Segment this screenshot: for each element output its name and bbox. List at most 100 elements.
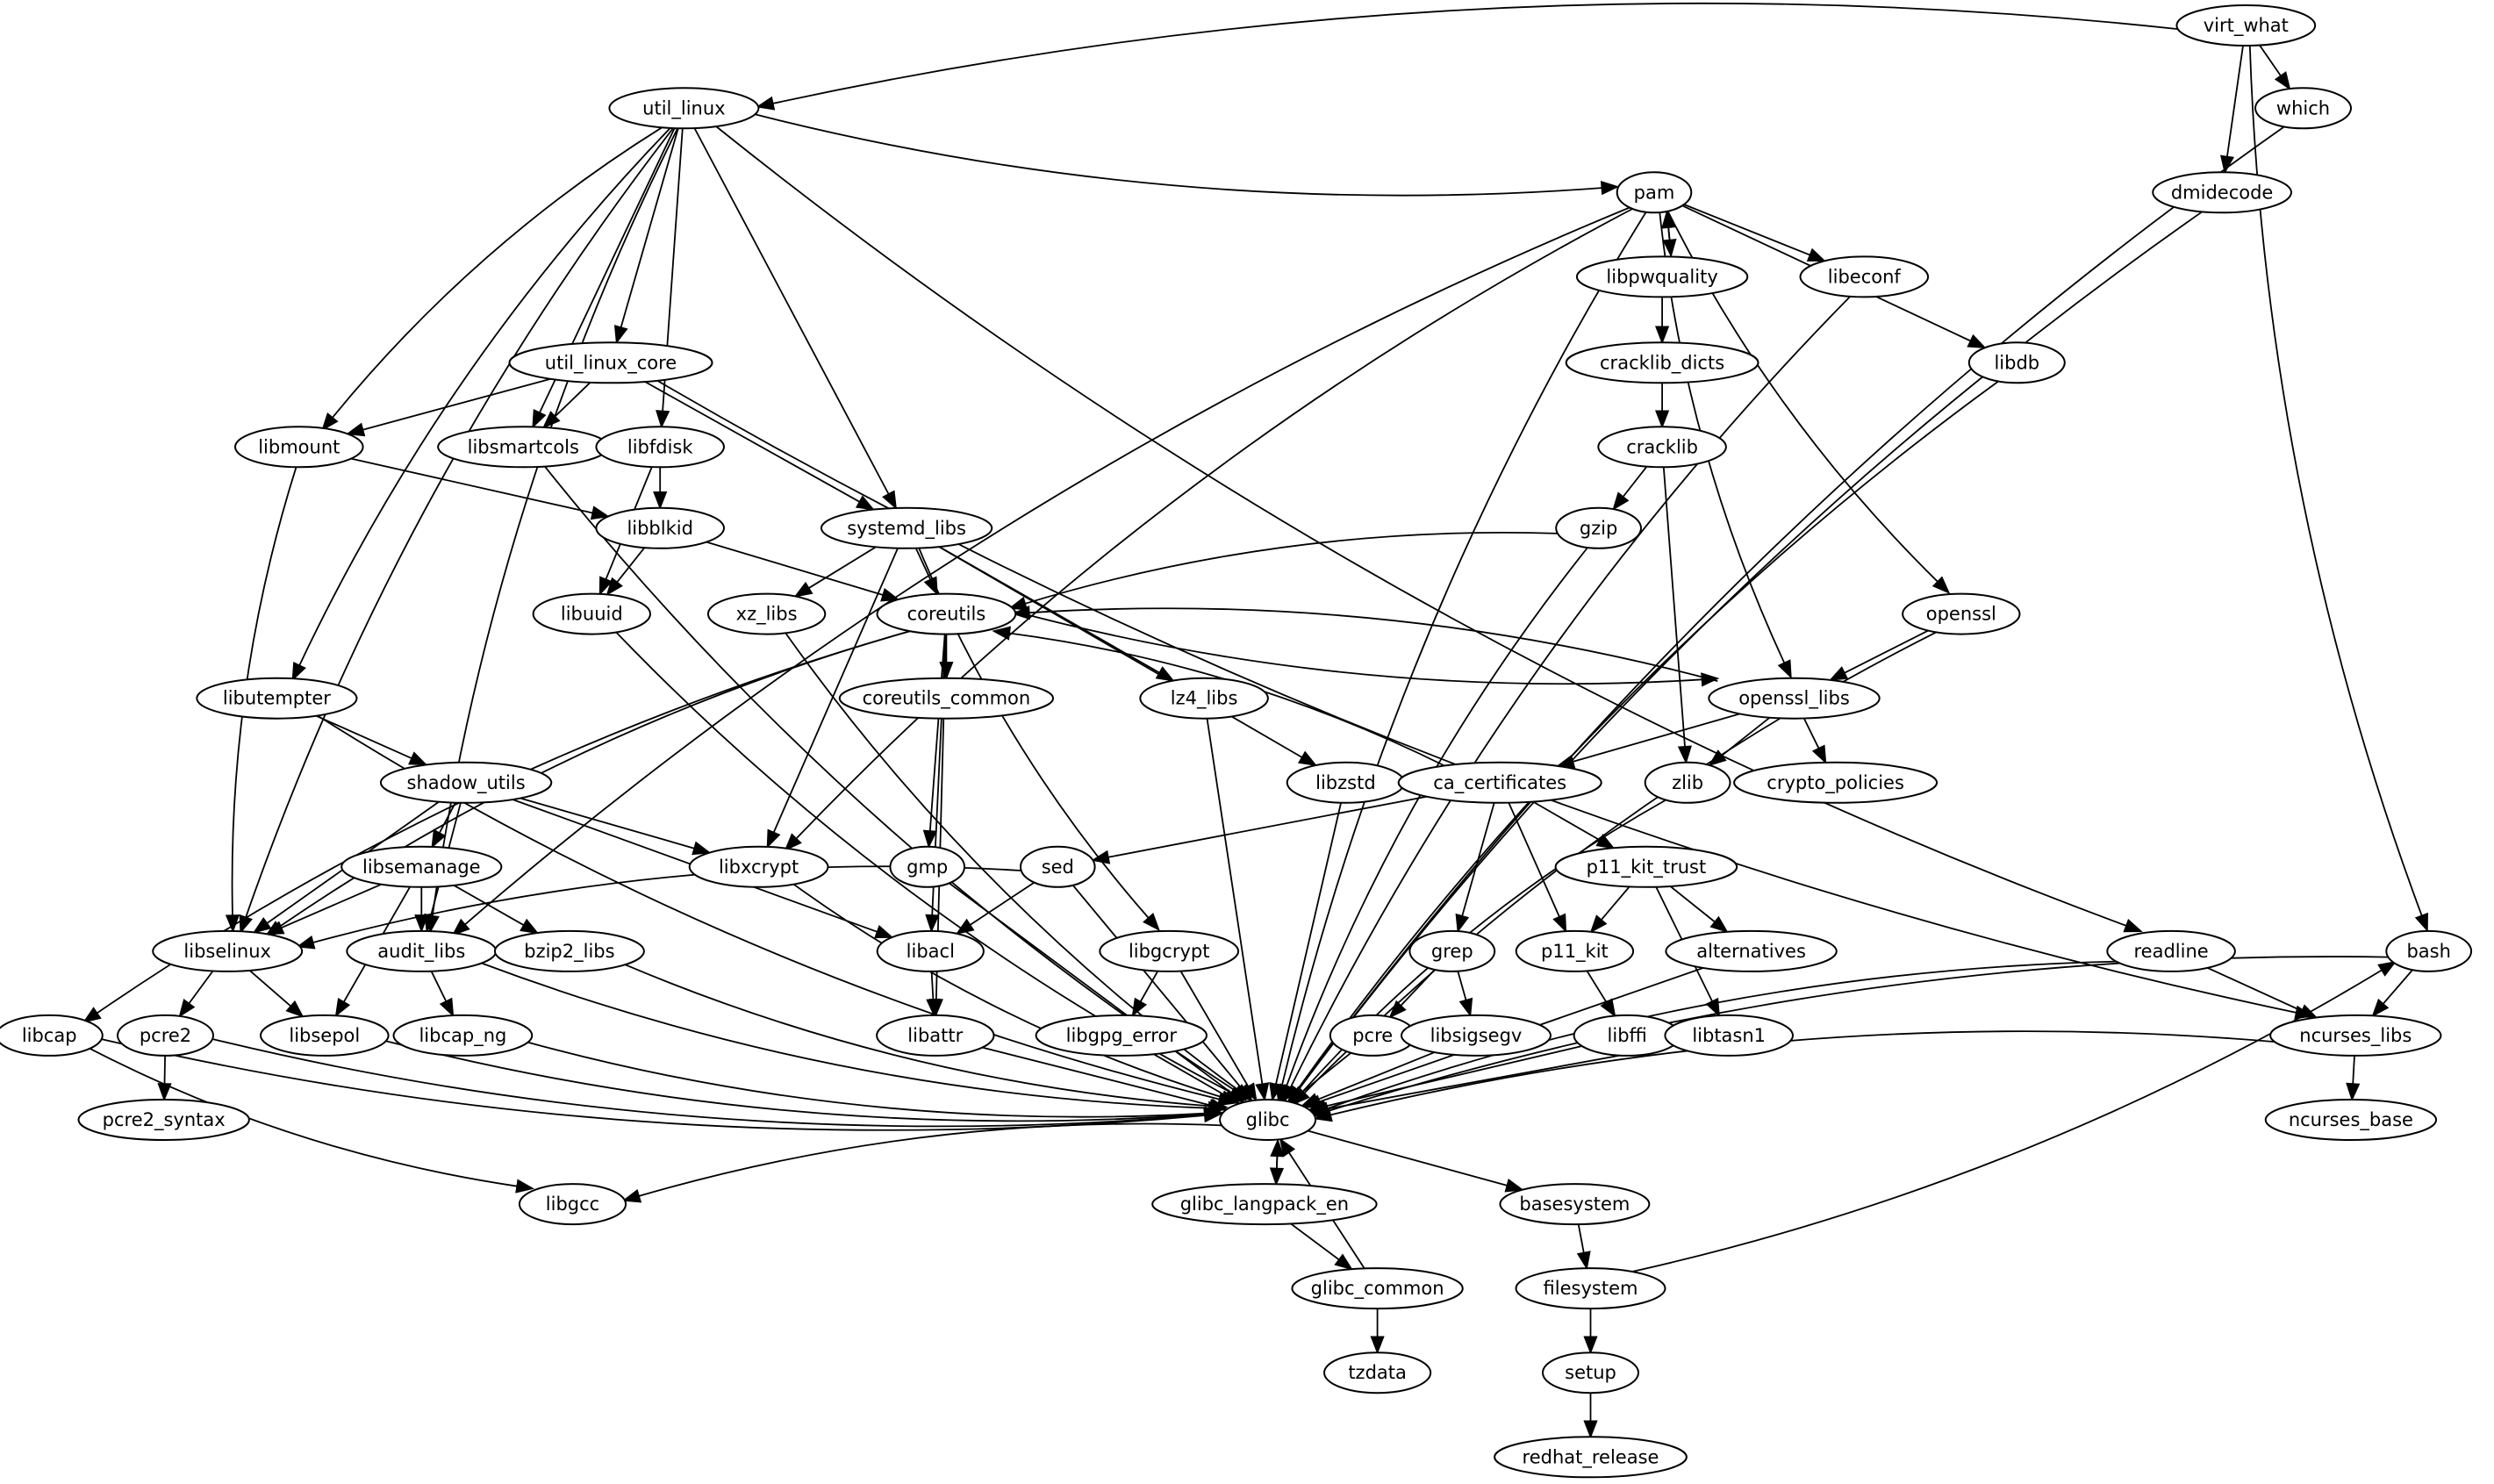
node-openssl-libs: openssl_libs (1708, 677, 1881, 720)
node-shape (196, 677, 358, 720)
edge-libblkid-to-libuuid (606, 547, 646, 597)
arrowhead-icon (766, 828, 781, 849)
edge-coreutils-to-libselinux (264, 630, 911, 937)
node-shape (117, 1014, 214, 1057)
arrowhead-icon (1661, 210, 1676, 229)
edge-setup-to-redhat_release (1583, 1393, 1598, 1439)
node-label: libsepol (289, 1025, 360, 1046)
arrowhead-icon (321, 412, 339, 432)
arrowhead-icon (784, 833, 802, 851)
arrowhead-icon (2346, 1082, 2361, 1102)
edge-systemd_libs-to-libzstd (938, 546, 1318, 767)
edge-cracklib-to-gzip (1612, 466, 1648, 511)
node-shape (1664, 1014, 1794, 1057)
edge-grep-to-pcre (1388, 969, 1436, 1019)
arrowhead-icon (1298, 750, 1318, 767)
arrowhead-icon (431, 828, 447, 849)
arrowhead-icon (1552, 913, 1567, 933)
node-shape (379, 761, 553, 804)
edge-virt_what-to-which (2259, 44, 2291, 90)
node-shadow-utils: shadow_utils (379, 761, 553, 804)
node-label: pcre2_syntax (103, 1109, 226, 1131)
node-libuuid: libuuid (532, 592, 651, 635)
edge-util_linux_core-to-systemd_libs (644, 381, 876, 511)
arrowhead-icon (296, 935, 316, 950)
edge-basesystem-to-filesystem (1576, 1223, 1591, 1271)
edge-glibc-to-libgcc (621, 1122, 1222, 1203)
node-label: zlib (1672, 772, 1703, 793)
edge-line (930, 971, 935, 1000)
node-shape (1575, 255, 1749, 298)
node-label: alternatives (1696, 941, 1806, 962)
node-label: basesystem (1519, 1194, 1630, 1215)
edge-libattr-to-glibc (982, 1046, 1229, 1113)
node-dmidecode: dmidecode (2152, 171, 2293, 214)
edge-line (715, 125, 2127, 927)
edge-line (281, 883, 382, 929)
edge-line (298, 127, 671, 666)
node-shape (0, 1014, 104, 1057)
node-pcre2-syntax: pcre2_syntax (77, 1099, 250, 1141)
edge-line (1400, 969, 1436, 1007)
edge-p11_kit_trust-to-alternatives (1669, 885, 1729, 934)
node-shape (1799, 255, 1930, 298)
edge-libxcrypt-to-glibc (792, 883, 1240, 1105)
node-shape (1708, 677, 1881, 720)
arrowhead-icon (408, 751, 428, 766)
node-libpwquality: libpwquality (1575, 255, 1749, 298)
arrowhead-icon (2414, 912, 2428, 933)
arrowhead-icon (1011, 606, 1031, 620)
edge-systemd_libs-to-coreutils (914, 548, 938, 596)
edge-line (2383, 969, 2413, 1005)
node-label: util_linux_core (545, 352, 677, 374)
node-label: libzstd (1315, 772, 1376, 793)
arrowhead-icon (1583, 1336, 1598, 1355)
edge-line (1683, 204, 1810, 256)
arrowhead-icon (291, 662, 306, 682)
node-readline: readline (2106, 929, 2236, 972)
arrowhead-icon (955, 918, 975, 936)
node-label: systemd_libs (847, 518, 966, 540)
edge-line (2248, 45, 2423, 916)
edge-line (792, 883, 1223, 1099)
arrowhead-icon (1655, 410, 1670, 429)
edge-line (520, 797, 695, 850)
edge-line (1307, 1129, 1508, 1186)
edge-libffi-to-glibc (1308, 1045, 1582, 1114)
node-virt-what: virt_what (2175, 4, 2317, 47)
edge-line (755, 113, 1602, 197)
arrowhead-icon (520, 918, 540, 935)
edge-gzip-to-glibc (1279, 547, 1588, 1103)
arrowhead-icon (2371, 998, 2390, 1017)
arrowhead-icon (926, 998, 941, 1017)
node-lz4-libs: lz4_libs (1139, 677, 1269, 720)
edge-line (1573, 713, 1740, 763)
edge-line (616, 547, 646, 583)
edge-line (362, 377, 551, 431)
edge-line (245, 127, 674, 918)
arrowhead-icon (598, 576, 613, 596)
node-label: libselinux (183, 941, 271, 962)
edge-line (795, 208, 1633, 840)
arrowhead-icon (1589, 914, 1608, 934)
edge-line (1721, 716, 1771, 756)
node-label: audit_libs (377, 941, 465, 963)
node-glibc-common: glibc_common (1291, 1267, 1464, 1310)
edge-virt_what-to-util_linux (756, 2, 2178, 111)
node-shape (2106, 929, 2236, 972)
node-shape (1565, 341, 1759, 384)
arrowhead-icon (1242, 1082, 1258, 1102)
arrowhead-icon (925, 914, 940, 933)
node-shape (1597, 426, 1727, 469)
node-gmp: gmp (889, 845, 965, 888)
node-shape (1555, 506, 1642, 549)
edge-util_linux_core-to-libmount (346, 377, 551, 437)
node-label: libgcrypt (1129, 941, 1210, 962)
node-shape (889, 845, 965, 888)
node-label: openssl (1926, 604, 1996, 625)
node-label: ncurses_libs (2299, 1025, 2412, 1047)
edge-util_linux-to-systemd_libs (693, 127, 897, 510)
edge-libsemanage-to-audit_libs (414, 886, 429, 933)
node-audit-libs: audit_libs (346, 929, 498, 972)
node-shape (1397, 761, 1602, 804)
